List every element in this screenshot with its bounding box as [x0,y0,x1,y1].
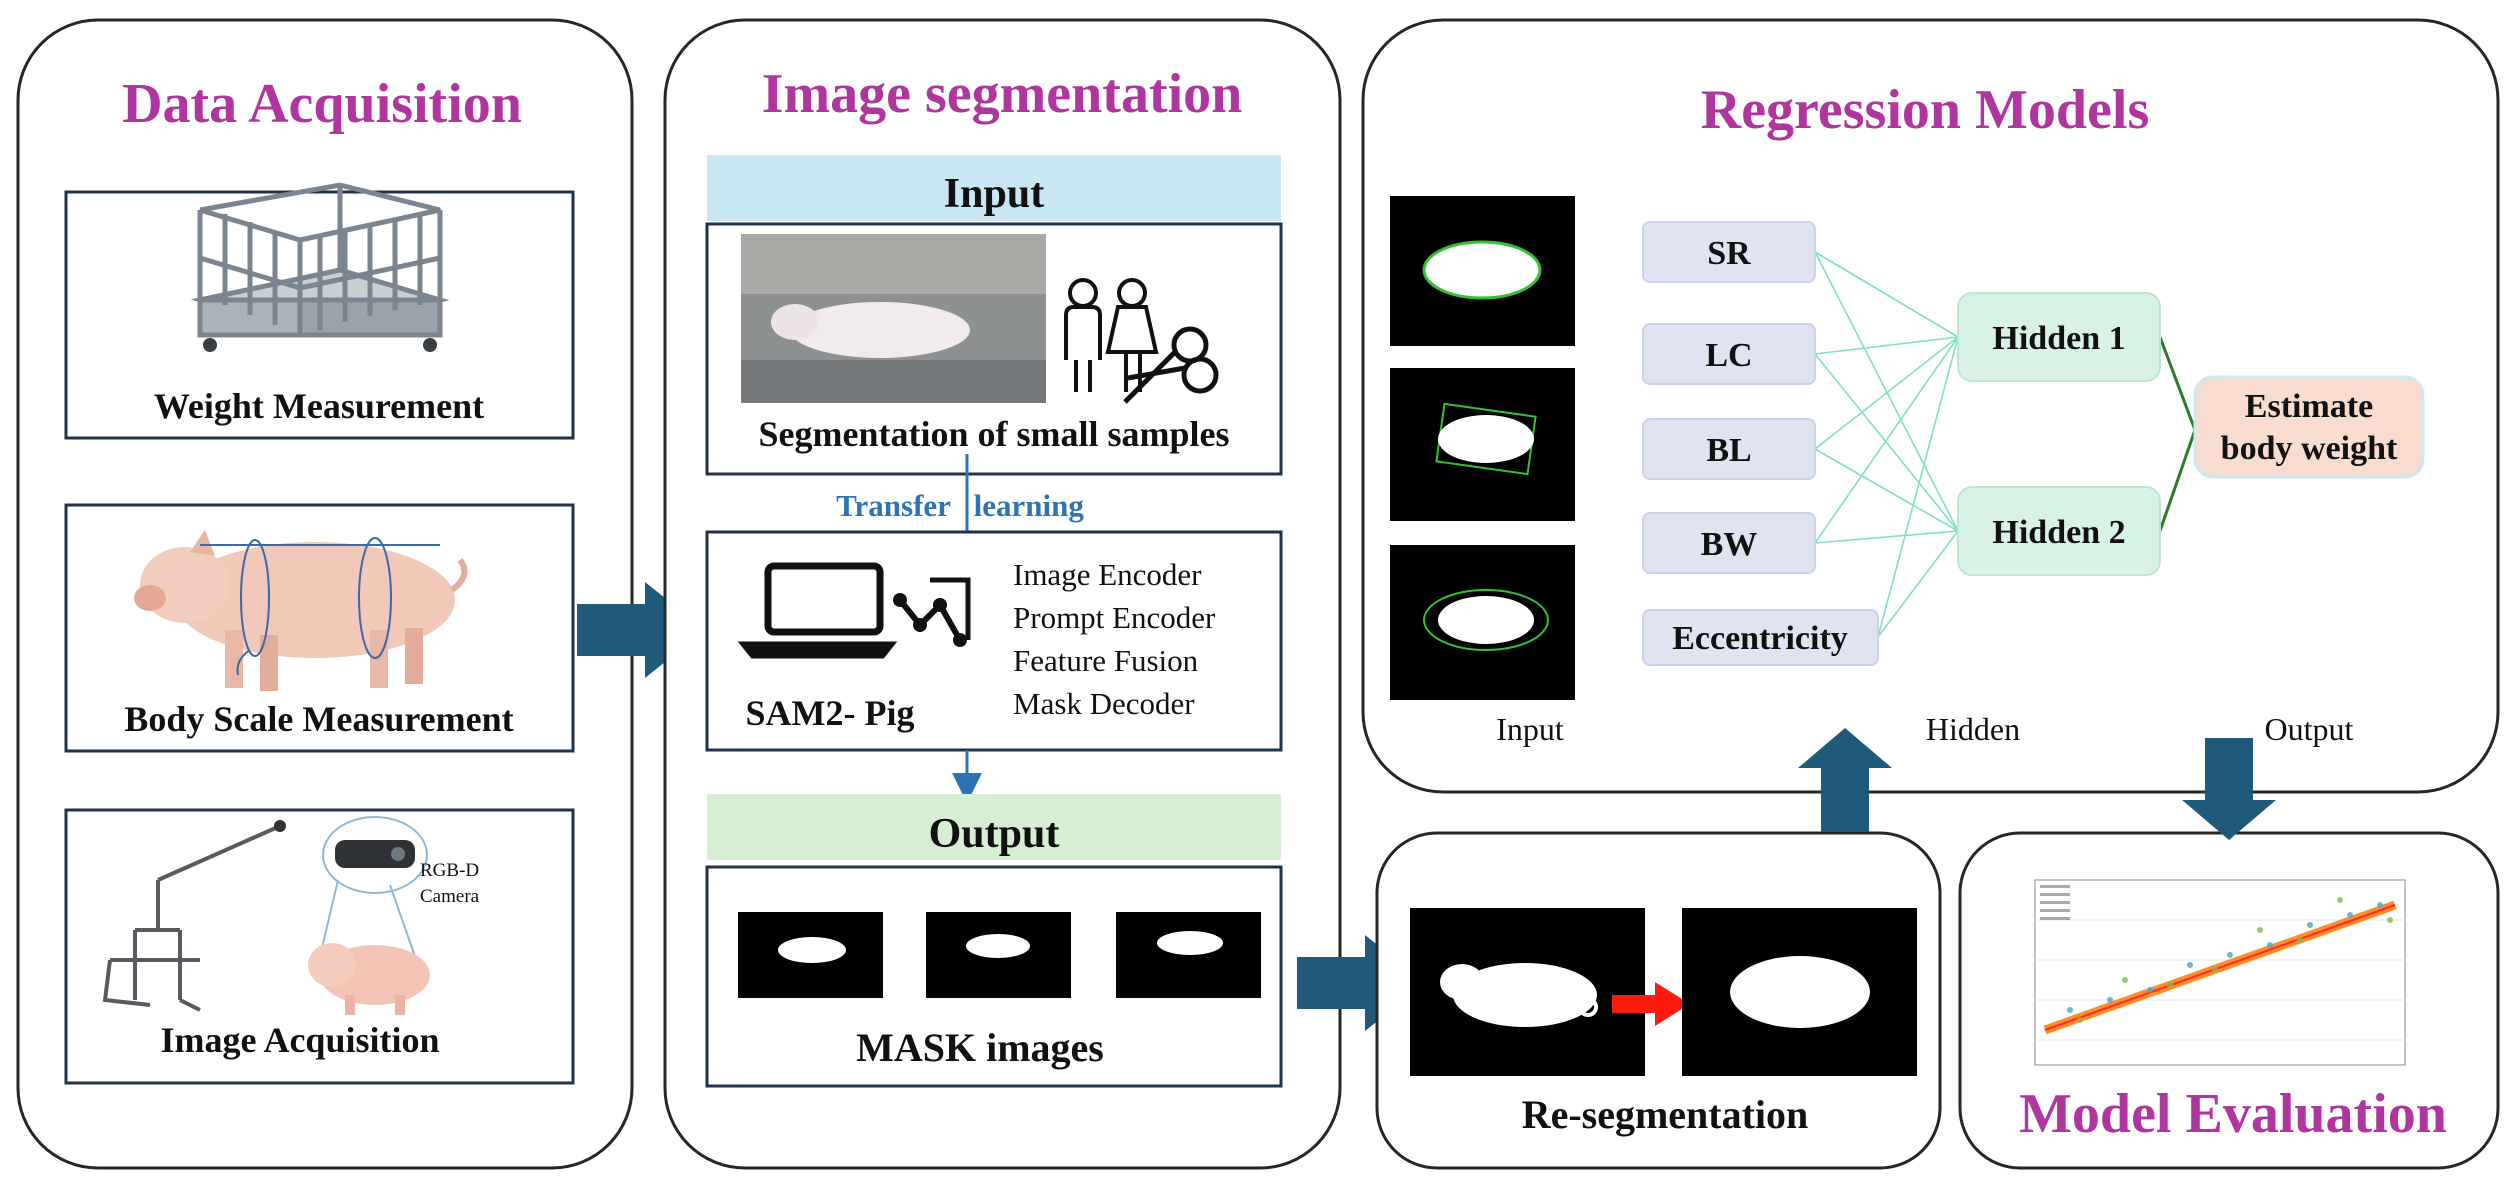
feature-node-sr [1642,221,1816,283]
mask-images-caption: MASK images [856,1025,1104,1070]
output-node-label: body weight [2221,430,2398,467]
hidden-node-label: Hidden 1 [1992,320,2125,357]
hidden-to-output-line [2158,336,2197,431]
mask-image [1116,912,1261,998]
cage-wheel [423,338,437,352]
feature-node-label: BL [1706,432,1751,469]
camera-label: RGB-D [420,860,479,881]
input-header-label: Input [944,171,1044,217]
resegmentation-caption: Re-segmentation [1522,1092,1809,1137]
input-photo-texture [741,234,1046,403]
sam2-component: Feature Fusion [1013,643,1199,678]
input-caption: Segmentation of small samples [759,414,1230,454]
layer-label-output: Output [2265,711,2354,747]
feature-node-eccentricity [1642,609,1879,666]
hidden-to-output-line [2158,429,2197,532]
flow-arrow [2182,738,2276,840]
sam2-model-name: SAM2- Pig [746,693,915,733]
output-header-label: Output [929,811,1060,857]
feature-node-bl [1642,418,1816,480]
sam2-component: Mask Decoder [1013,686,1195,721]
output-node-label: Estimate [2245,388,2373,425]
feature-node-label: Eccentricity [1672,620,1848,657]
model-evaluation-title: Model Evaluation [2019,1083,2447,1145]
camera-lens [391,847,405,861]
sam2-component: Prompt Encoder [1013,600,1216,635]
feature-node-label: BW [1701,526,1758,563]
image-acquisition-label: Image Acquisition [160,1020,439,1060]
feature-node-bw [1642,512,1816,574]
layer-label-hidden: Hidden [1926,711,2020,747]
camera-mount [274,820,286,832]
sam2-component: Image Encoder [1013,557,1202,592]
network-connections [1814,251,1959,638]
laptop-icon [737,562,971,659]
hidden-node-1 [1957,292,2161,382]
feature-node-lc [1642,323,1816,385]
piglet-icon [308,943,430,1015]
camera-zoom-bubble [322,816,428,894]
mask-shape [1438,415,1534,463]
camera-rig-icon [102,824,281,1012]
mask-shape [1730,956,1870,1028]
scissors-icon [1123,326,1219,404]
mask-shape [1157,931,1223,955]
data-acquisition-title: Data Acquisition [122,73,522,135]
people-icon [1064,278,1159,392]
regression-title: Regression Models [1701,79,2150,141]
mask-shape [966,934,1030,958]
output-header [707,794,1281,860]
camera-label: Camera [420,886,480,907]
body-scale-label: Body Scale Measurement [124,699,513,739]
camera-icon [335,840,415,868]
transfer-learning-label: Transfer learning [836,488,1084,523]
feature-node-label: LC [1705,337,1752,374]
camera-view-line [389,884,419,966]
weight-measurement-label: Weight Measurement [154,386,484,426]
input-header [707,155,1281,221]
chart-node [933,598,947,612]
flow-arrow [1798,728,1892,832]
mask-shape [778,937,846,963]
fit-ellipse [1423,589,1549,651]
layer-label-input: Input [1496,711,1564,747]
output-node [2193,375,2425,479]
evaluation-scatter-plot [2034,879,2406,1066]
chart-node [953,633,967,647]
pig-mask-shape [1440,963,1598,1027]
hidden-node-label: Hidden 2 [1992,514,2125,551]
image-segmentation-title: Image segmentation [762,63,1243,125]
hidden-node-2 [1957,486,2161,576]
body-measurement-lines [200,537,440,676]
weighing-cage-icon [190,182,450,338]
cage-wheel [203,338,217,352]
chart-node [913,618,927,632]
chart-node [893,593,907,607]
mask-shape [1422,240,1542,300]
regression-panel [1361,18,2500,794]
mask-shape [1438,596,1534,644]
feature-node-label: SR [1707,235,1751,272]
red-arrow [1612,982,1690,1026]
